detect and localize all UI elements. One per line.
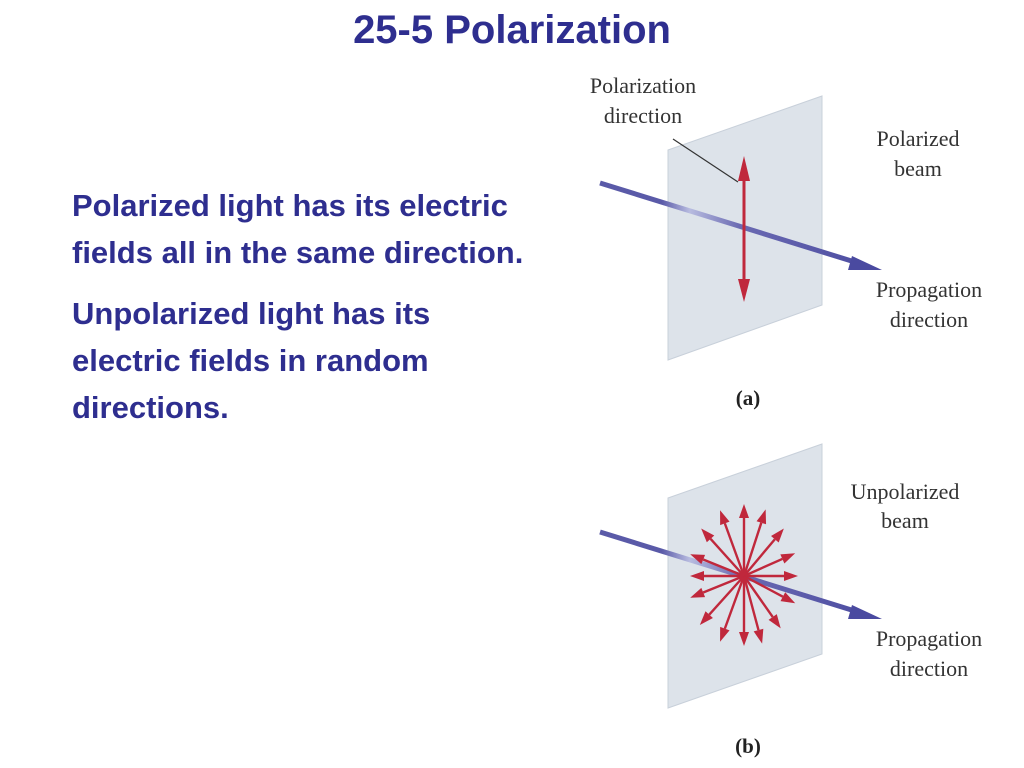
field-arrow-b-shaft [723, 575, 746, 630]
field-arrows-random [690, 504, 798, 646]
field-arrow-b-shaft [709, 538, 745, 577]
figure-b: Unpolarized beam Propagation direction (… [599, 443, 982, 758]
field-arrow-b-head [690, 587, 706, 598]
field-arrow-b-shaft [743, 575, 774, 618]
label-propagation-a-2: direction [890, 307, 968, 332]
field-arrow-b-head [690, 571, 704, 581]
polarized-description: Polarized light has its electric fields … [72, 188, 524, 270]
field-arrow-b-head [771, 528, 784, 543]
field-arrow-a-down-head [738, 279, 750, 302]
field-arrow-a-up-head [738, 156, 750, 181]
unpolarized-description: Unpolarized light has its electric field… [72, 296, 431, 425]
field-arrow-b-head [780, 592, 796, 604]
field-arrow-b-shaft [702, 558, 745, 578]
field-arrow-b-shaft [742, 522, 763, 577]
field-arrow-b-shaft [723, 522, 746, 577]
caption-b: (b) [735, 734, 761, 758]
polarization-leader-line [672, 138, 739, 183]
label-polarization-direction-2: direction [604, 103, 682, 128]
field-arrow-b-shaft [743, 574, 784, 598]
label-propagation-b-2: direction [890, 656, 968, 681]
field-arrow-b-head [739, 632, 749, 646]
field-arrow-b-shaft [743, 557, 783, 578]
label-polarization-direction-1: Polarization [590, 73, 696, 98]
field-arrow-b-head [768, 614, 781, 629]
field-arrow-b-head [699, 611, 713, 626]
label-polarized-beam-1: Polarized [876, 126, 959, 151]
caption-a: (a) [736, 386, 761, 410]
label-polarized-beam-2: beam [894, 156, 942, 181]
field-arrow-b-head [739, 504, 749, 518]
field-arrow-b-head [784, 571, 798, 581]
beam-a-arrowhead [848, 256, 882, 270]
figure-a: Polarization direction Polarized beam Pr… [590, 73, 982, 410]
field-arrow-b-head [756, 509, 767, 525]
beam-b [599, 529, 859, 615]
field-arrow-b-shaft [702, 574, 745, 594]
field-arrow-b-head [720, 510, 730, 526]
field-arrow-b-head [720, 626, 730, 642]
field-arrow-b-head [780, 553, 796, 564]
field-arrow-b-shaft [708, 575, 745, 616]
field-arrow-b-head [690, 554, 706, 565]
label-propagation-a-1: Propagation [876, 277, 982, 302]
label-propagation-b-1: Propagation [876, 626, 982, 651]
beam-a [599, 180, 859, 266]
field-arrow-b-shaft [742, 575, 760, 631]
beam-b-arrowhead [848, 605, 882, 619]
field-arrow-b-head [753, 628, 764, 644]
label-unpolarized-beam-1: Unpolarized [851, 479, 960, 504]
label-unpolarized-beam-2: beam [881, 508, 929, 533]
slide-title: 25-5 Polarization [353, 8, 671, 52]
slide-body: Polarized light has its electric fields … [72, 182, 542, 445]
field-arrow-b-head [701, 528, 715, 543]
field-arrow-b-shaft [743, 538, 776, 577]
